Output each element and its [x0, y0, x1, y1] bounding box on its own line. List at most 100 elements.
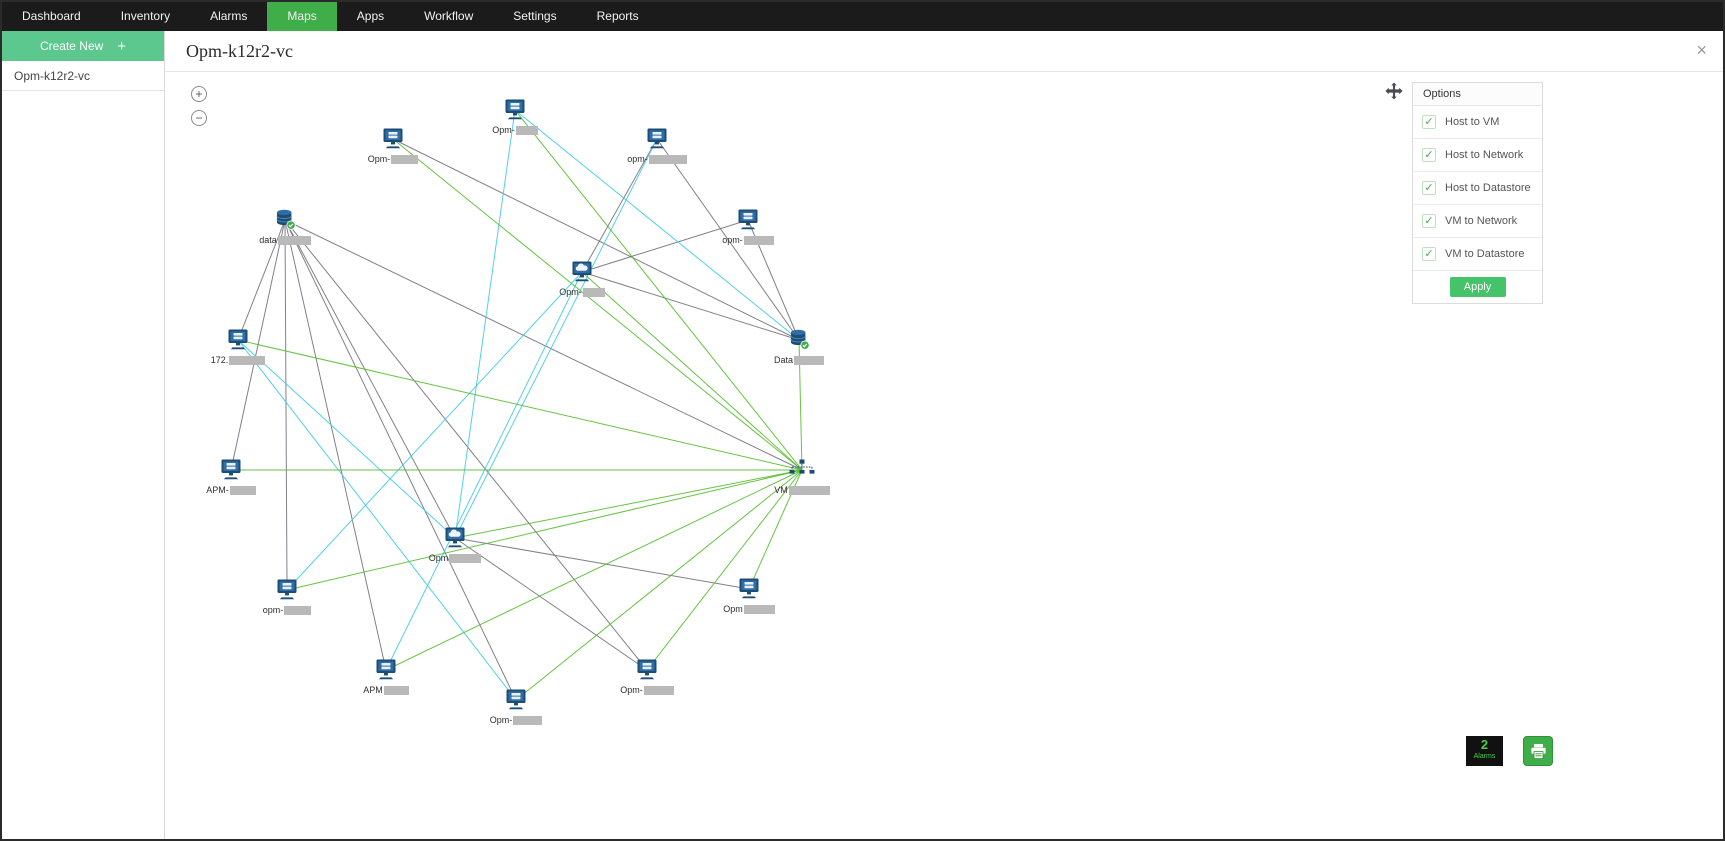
option-row-host-to-vm[interactable]: ✓Host to VM [1413, 106, 1542, 139]
node-label-text: data [259, 235, 277, 245]
plus-icon: + [117, 37, 127, 55]
checkbox-icon[interactable]: ✓ [1422, 181, 1436, 195]
edge-opm-a-vm-b [454, 109, 516, 539]
node-label: Opm- [490, 715, 543, 725]
edge-vmnet-apm-b [385, 469, 803, 671]
options-panel-title: Options [1413, 83, 1542, 106]
host-icon [183, 459, 279, 480]
nav-tab-apps[interactable]: Apps [356, 9, 385, 23]
edge-vm-a-apm-b [385, 271, 583, 671]
sidebar-map-item[interactable]: Opm-k12r2-vc [2, 61, 164, 91]
map-node-h172[interactable]: 172. [190, 329, 286, 368]
redacted-label-box [449, 553, 482, 563]
content-header: Opm-k12r2-vc × [165, 31, 1723, 72]
page-title: Opm-k12r2-vc [186, 41, 293, 61]
redacted-label-box [229, 485, 256, 495]
map-node-opm-g[interactable]: Opm- [599, 659, 695, 698]
host-icon [701, 578, 797, 599]
option-row-host-to-network[interactable]: ✓Host to Network [1413, 139, 1542, 172]
nav-tab-dashboard[interactable]: Dashboard [22, 9, 81, 23]
map-node-ds-a[interactable]: data [237, 209, 333, 248]
nav-tab-reports[interactable]: Reports [596, 9, 639, 23]
datastore-icon [237, 209, 333, 230]
nav-tab-settings[interactable]: Settings [513, 9, 557, 23]
apply-button[interactable]: Apply [1449, 277, 1506, 297]
edge-opm-c-vm-a [581, 138, 658, 273]
redacted-label-box [391, 154, 419, 164]
redacted-label-box [284, 605, 312, 615]
map-node-opm-f[interactable]: Opm [701, 578, 797, 617]
map-node-ds-b[interactable]: Data [751, 329, 847, 368]
edge-opm-b-ds-b [392, 138, 800, 341]
node-label: Opm- [620, 685, 674, 695]
support-widget-button[interactable] [1523, 736, 1553, 766]
map-node-apm-a[interactable]: APM- [183, 459, 279, 498]
edge-ds-a-apm-b [284, 219, 387, 671]
node-label: Opm- [559, 287, 605, 297]
redacted-label-box [643, 685, 674, 695]
alarm-count: 2 [1480, 737, 1489, 752]
checkbox-icon[interactable]: ✓ [1422, 247, 1436, 261]
edge-ds-a-vmnet [284, 219, 803, 471]
checkbox-icon[interactable]: ✓ [1422, 115, 1436, 129]
nav-tab-alarms[interactable]: Alarms [210, 9, 248, 23]
node-label-text: opm- [627, 154, 648, 164]
checkbox-icon[interactable]: ✓ [1422, 214, 1436, 228]
map-node-apm-b[interactable]: APM [338, 659, 434, 698]
edge-vmnet-opm-e [286, 469, 803, 591]
node-label-text: opm- [722, 235, 743, 245]
option-row-host-to-datastore[interactable]: ✓Host to Datastore [1413, 172, 1542, 205]
edge-opm-g-vm-b [454, 537, 648, 671]
redacted-label-box [277, 235, 311, 245]
node-label: opm- [627, 154, 687, 164]
pan-move-icon[interactable] [1385, 82, 1403, 100]
alarm-count-label: Alarms [1473, 753, 1496, 760]
create-new-button[interactable]: Create New + [2, 31, 164, 61]
map-node-opm-h[interactable]: Opm- [468, 689, 564, 728]
host-icon [190, 329, 286, 350]
top-nav: Dashboard Inventory Alarms Maps Apps Workflow… [2, 2, 1723, 31]
alarm-badge[interactable]: 2 Alarms [1466, 736, 1503, 766]
node-label-text: Opm- [489, 715, 513, 725]
node-label: VM [774, 485, 830, 495]
vm-icon [407, 527, 503, 548]
map-node-opm-d[interactable]: opm- [700, 209, 796, 248]
edge-vm-a-opm-e [286, 271, 583, 591]
host-icon [609, 128, 705, 149]
edge-opm-a-ds-b [514, 109, 800, 341]
nav-tab-workflow[interactable]: Workflow [424, 9, 474, 23]
edge-ds-a-opm-e [284, 219, 288, 591]
zoom-in-button[interactable]: + [191, 86, 207, 102]
node-label: Data [774, 355, 824, 365]
map-node-vmnet[interactable]: VM [754, 459, 850, 498]
map-node-vm-a[interactable]: Opm- [534, 261, 630, 300]
edge-ds-a-opm-h [284, 219, 517, 701]
redacted-label-box [515, 125, 538, 135]
map-list: Opm-k12r2-vc [2, 61, 164, 91]
host-icon [599, 659, 695, 680]
redacted-label-box [743, 604, 775, 614]
option-label: VM to Datastore [1445, 248, 1525, 260]
apply-row: Apply [1413, 271, 1542, 303]
node-label-text: 172. [210, 355, 229, 365]
checkbox-icon[interactable]: ✓ [1422, 148, 1436, 162]
printer-icon [1530, 743, 1547, 760]
edge-ds-a-opm-g [284, 219, 648, 671]
datastore-icon [751, 329, 847, 350]
map-node-opm-a[interactable]: Opm- [467, 99, 563, 138]
option-row-vm-to-datastore[interactable]: ✓ VM to Datastore [1413, 238, 1542, 271]
edge-vmnet-opm-g [646, 469, 803, 671]
node-label: data [259, 235, 311, 245]
host-icon [338, 659, 434, 680]
option-row-vm-to-network[interactable]: ✓VM to Network [1413, 205, 1542, 238]
map-node-vm-b[interactable]: Opm [407, 527, 503, 566]
zoom-out-button[interactable]: − [191, 110, 207, 126]
nav-tab-inventory[interactable]: Inventory [120, 9, 171, 23]
map-node-opm-e[interactable]: opm- [239, 579, 335, 618]
node-label-text: VM [774, 485, 788, 495]
nav-tab-maps[interactable]: Maps [267, 2, 337, 31]
node-label: Opm [723, 604, 775, 614]
close-icon[interactable]: × [1696, 40, 1707, 60]
map-node-opm-b[interactable]: Opm- [345, 128, 441, 167]
map-node-opm-c[interactable]: opm- [609, 128, 705, 167]
